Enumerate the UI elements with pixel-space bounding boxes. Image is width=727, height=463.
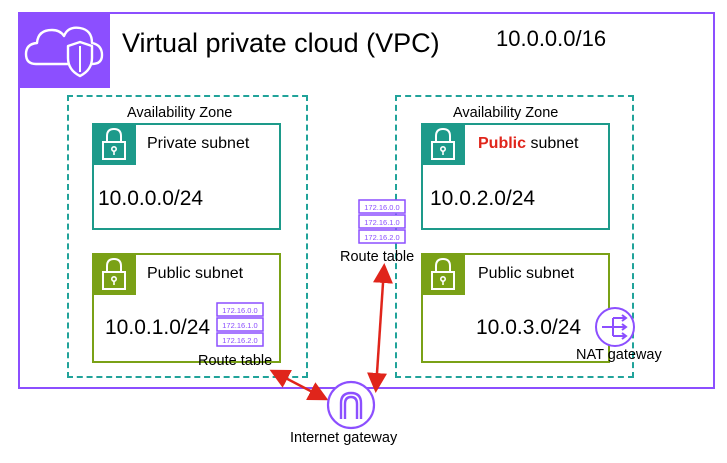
internet-gateway-icon [326, 380, 376, 430]
route-table-entry: 172.16.1.0 [222, 321, 257, 330]
arrow-route-table-to-igw [269, 369, 329, 401]
route-table-icon: 172.16.0.0 172.16.1.0 172.16.2.0 [216, 302, 264, 347]
route-table-center-icon: 172.16.0.0 172.16.1.0 172.16.2.0 [358, 199, 406, 244]
lock-icon [102, 127, 126, 160]
cloud-shield-icon [24, 26, 104, 78]
private-subnet-cidr: 10.0.0.0/24 [98, 187, 204, 210]
lock-icon [431, 127, 455, 160]
public-highlight: Public [478, 135, 527, 152]
vpc-icon-tile [18, 12, 110, 88]
public-subnet-left-name: Public subnet [147, 265, 244, 282]
private-subnet-name: Private subnet [147, 135, 250, 152]
public-subnet-upper-tile [421, 123, 465, 165]
az-right-label: Availability Zone [453, 105, 559, 121]
route-table-center-label: Route table [340, 249, 415, 265]
public-subnet-left-box [92, 253, 281, 363]
route-table-entry: 172.16.0.0 [222, 306, 257, 315]
internet-gateway-label: Internet gateway [290, 430, 398, 446]
vpc-title: Virtual private cloud (VPC) [122, 28, 440, 58]
private-subnet-box [92, 123, 281, 230]
availability-zone-left [67, 95, 308, 378]
public-subnet-lower-tile [421, 253, 465, 295]
route-table-left-label: Route table [198, 353, 273, 369]
subnet-word: subnet [526, 135, 579, 152]
vpc-cidr: 10.0.0.0/16 [496, 26, 607, 51]
route-table-entry: 172.16.1.0 [364, 218, 399, 227]
public-subnet-upper-name: Public subnet [478, 135, 579, 153]
lock-icon [431, 257, 455, 290]
az-left-label: Availability Zone [127, 105, 233, 121]
lock-icon [102, 257, 126, 290]
public-subnet-left-tile [92, 253, 136, 295]
route-table-entry: 172.16.2.0 [364, 233, 399, 242]
private-subnet-tile [92, 123, 136, 165]
nat-gateway-icon [595, 307, 635, 347]
public-subnet-left-cidr: 10.0.1.0/24 [105, 316, 211, 339]
public-subnet-lower-cidr: 10.0.3.0/24 [476, 316, 582, 339]
route-table-entry: 172.16.0.0 [364, 203, 399, 212]
public-subnet-upper-cidr: 10.0.2.0/24 [430, 187, 536, 210]
nat-gateway-label: NAT gateway [576, 347, 662, 363]
arrow-igw-to-route-table [367, 263, 393, 393]
public-subnet-upper-box [421, 123, 610, 230]
public-subnet-lower-name: Public subnet [478, 265, 575, 282]
route-table-entry: 172.16.2.0 [222, 336, 257, 345]
